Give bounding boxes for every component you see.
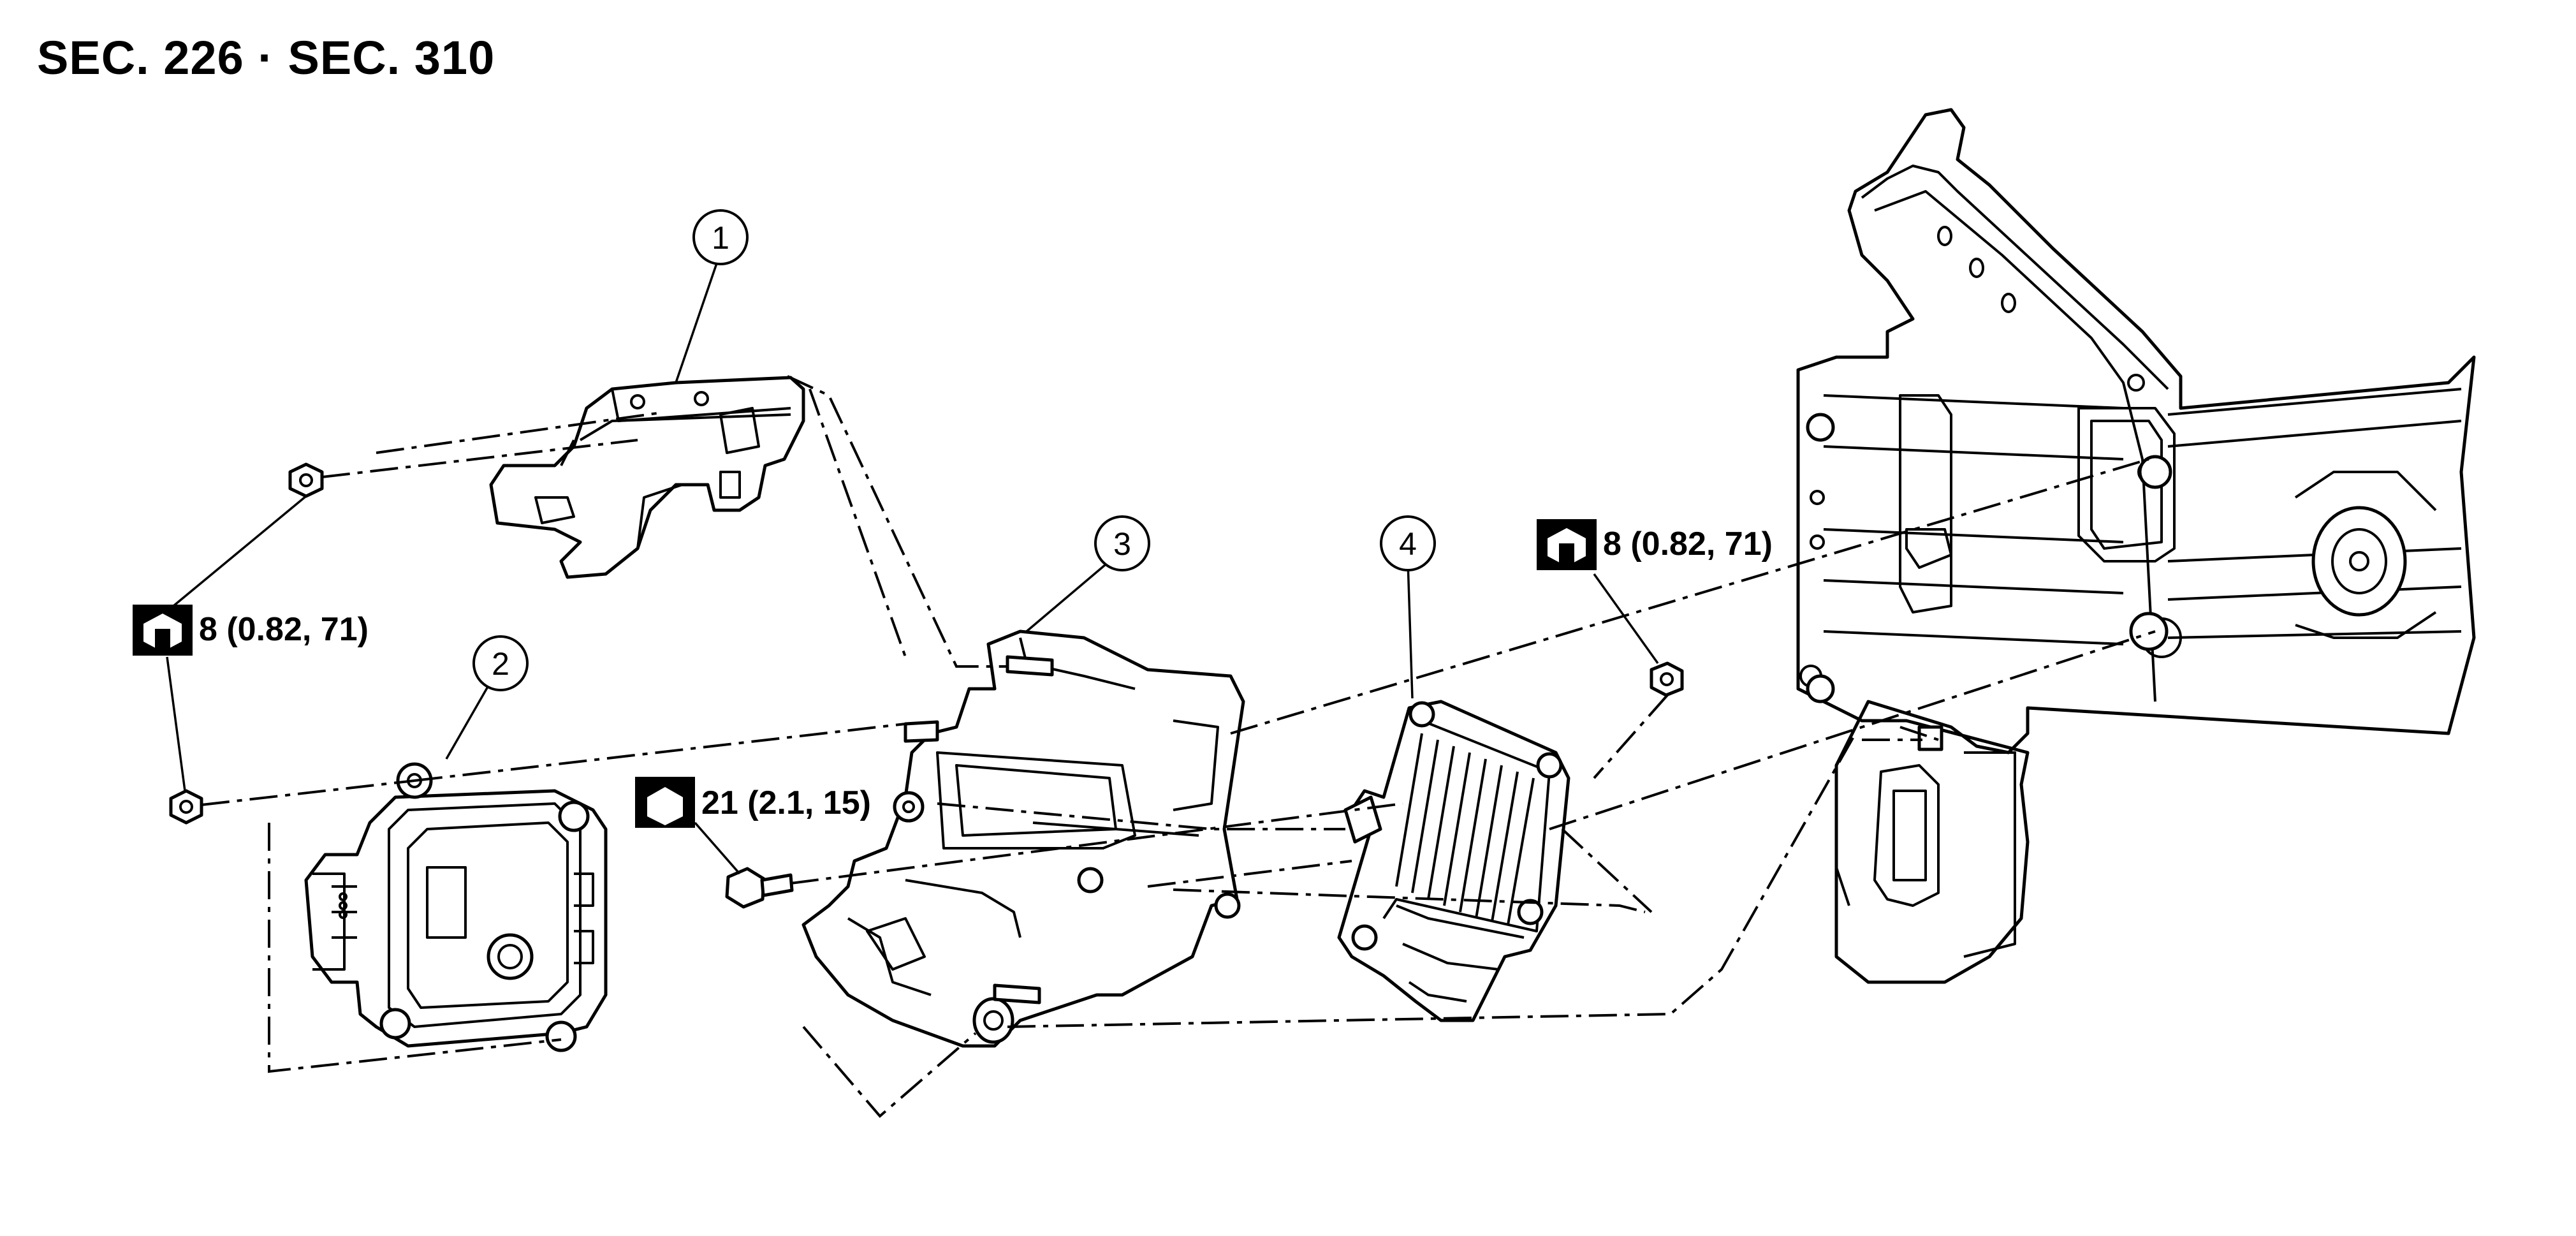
torque-wrench-icon xyxy=(133,605,193,656)
bracket-upper xyxy=(489,376,805,579)
fasteners xyxy=(169,462,1684,909)
callout-leaders xyxy=(165,261,1659,875)
callout-4: 4 xyxy=(1380,515,1436,571)
nut-right xyxy=(1650,661,1684,697)
svg-text:8 (0.82, 71): 8 (0.82, 71) xyxy=(1603,526,1773,563)
svg-text:4: 4 xyxy=(1399,526,1417,562)
socket-icon xyxy=(635,777,695,828)
svg-text:21 (2.1, 15): 21 (2.1, 15) xyxy=(701,784,871,821)
callout-1: 1 xyxy=(692,209,749,265)
torque-wrench-icon xyxy=(1537,519,1597,570)
svg-text:1: 1 xyxy=(712,220,729,256)
nut-upper-left xyxy=(288,462,324,498)
callout-3: 3 xyxy=(1094,515,1150,571)
torque-spec-left: 8 (0.82, 71) xyxy=(133,605,369,656)
control-unit-left xyxy=(304,762,608,1052)
bolt-center xyxy=(725,867,794,909)
svg-text:8 (0.82, 71): 8 (0.82, 71) xyxy=(199,611,369,648)
torque-spec-center: 21 (2.1, 15) xyxy=(635,777,871,828)
nut-lower-left xyxy=(169,789,203,825)
torque-spec-right: 8 (0.82, 71) xyxy=(1537,519,1773,570)
ecu-module xyxy=(1337,700,1570,1022)
svg-text:2: 2 xyxy=(492,646,509,682)
assembly-lines xyxy=(201,375,2156,1118)
callout-2: 2 xyxy=(472,635,529,691)
vehicle-body-panel xyxy=(1796,108,2476,984)
bracket-center xyxy=(801,629,1245,1048)
section-title: SEC. 226 · SEC. 310 xyxy=(37,31,495,84)
svg-text:3: 3 xyxy=(1113,526,1131,562)
heat-sink-fins xyxy=(1395,733,1535,925)
